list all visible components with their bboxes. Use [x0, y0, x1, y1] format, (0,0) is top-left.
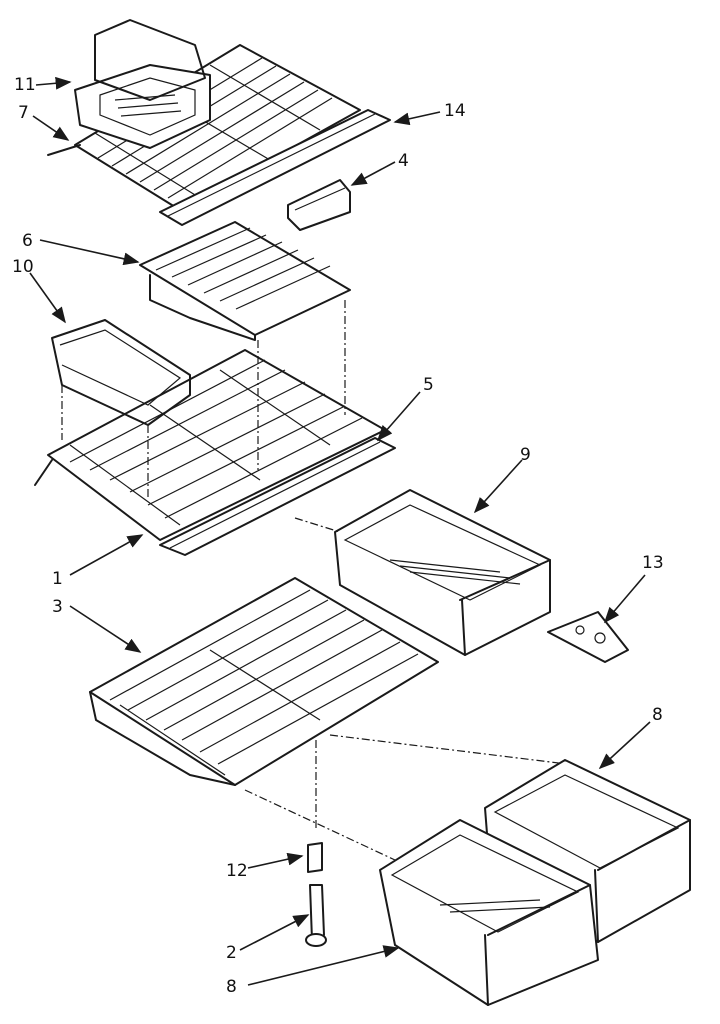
- callout-12: 12: [226, 852, 304, 881]
- callout-label-3: 3: [52, 597, 63, 617]
- small-storage-bin: [74, 19, 211, 149]
- callout-label-1: 1: [52, 569, 63, 589]
- crisper-drawer-front: [379, 819, 599, 1006]
- wire-shelf-top: [47, 44, 361, 211]
- callout-label-6: 6: [22, 231, 33, 251]
- shelf-trim-strip-top: [159, 109, 391, 226]
- callout-13: 13: [603, 553, 664, 624]
- crisper-cover-shelf: [89, 577, 576, 861]
- callout-2: 2: [226, 914, 310, 963]
- callout-14: 14: [393, 101, 466, 126]
- callout-6: 6: [22, 231, 140, 266]
- callout-5: 5: [376, 375, 434, 442]
- shelf-with-crispers: [139, 221, 351, 470]
- callout-label-2: 2: [226, 943, 237, 963]
- callout-label-8-rear: 8: [652, 705, 663, 725]
- callout-label-10: 10: [12, 257, 34, 277]
- callout-label-14: 14: [444, 101, 466, 121]
- callout-label-5: 5: [423, 375, 434, 395]
- callout-label-13: 13: [642, 553, 664, 573]
- shelf-support-bracket: [287, 179, 351, 231]
- callout-7: 7: [18, 103, 70, 141]
- callout-8-front: 8: [226, 945, 400, 997]
- callout-3: 3: [52, 597, 142, 653]
- shelf-trim-strip-front: [159, 437, 396, 556]
- callout-label-12: 12: [226, 861, 248, 881]
- main-wire-shelf: [34, 349, 386, 541]
- crisper-adjuster-rod: [305, 842, 327, 947]
- callout-10: 10: [12, 257, 66, 324]
- callout-9: 9: [473, 445, 531, 514]
- deli-drawer: [294, 489, 551, 656]
- callout-label-11: 11: [14, 75, 36, 95]
- callout-4: 4: [350, 151, 409, 186]
- callout-label-4: 4: [398, 151, 409, 171]
- callout-label-9: 9: [520, 445, 531, 465]
- callout-label-8-front: 8: [226, 977, 237, 997]
- humidity-control-cover: [547, 611, 629, 663]
- callout-11: 11: [14, 75, 72, 95]
- callout-8-rear: 8: [598, 705, 663, 770]
- callout-label-7: 7: [18, 103, 29, 123]
- callout-1: 1: [52, 534, 144, 589]
